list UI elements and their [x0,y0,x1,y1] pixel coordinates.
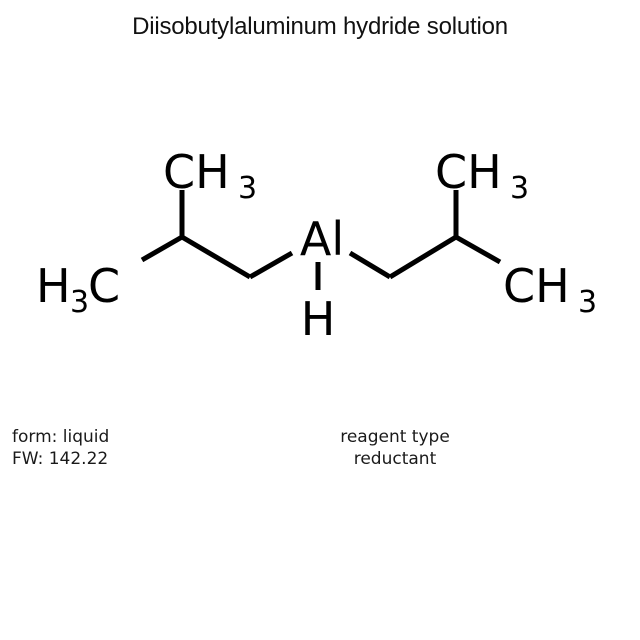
property-block-reagent-type: reagent type reductant [300,426,490,470]
bond-left-ch-to-bottom-methyl [140,234,184,263]
molecule-diagram: Al H CH 3 H 3 C CH 3 CH 3 [0,90,640,360]
property-formula-weight: FW: 142.22 [12,449,109,469]
atom-label-hydride: H [301,292,336,346]
atom-label-left-bottom-methyl-subscript: 3 [70,285,89,320]
page-title: Diisobutylaluminum hydride solution [132,13,508,40]
bond-right-ch2-to-ch [388,234,458,280]
atom-label-right-top-methyl: CH [435,145,502,199]
property-form: form: liquid [12,427,110,447]
atom-label-right-top-methyl-subscript: 3 [510,171,529,206]
bond-al-to-right-ch2 [348,250,392,280]
property-reagent-type-label: reagent type [340,427,450,447]
atom-label-right-bottom-methyl: CH [503,259,570,313]
bond-left-ch2-to-al [248,250,294,280]
atom-label-left-top-methyl-subscript: 3 [238,171,257,206]
property-block-physical: form: liquid FW: 142.22 [12,426,109,470]
atom-label-left-bottom-methyl-carbon: C [88,259,120,313]
atom-label-al: Al [300,212,344,266]
atom-label-left-bottom-methyl: H [36,259,71,313]
atom-label-right-bottom-methyl-subscript: 3 [578,285,597,320]
atom-label-left-top-methyl: CH [163,145,230,199]
molecule-svg: Al H CH 3 H 3 C CH 3 CH 3 [36,145,597,346]
property-reagent-type-value: reductant [353,449,437,469]
bond-right-ch-to-bottom-methyl [454,234,502,265]
bond-left-ch-to-ch2 [180,234,252,280]
bond-group [140,190,502,290]
